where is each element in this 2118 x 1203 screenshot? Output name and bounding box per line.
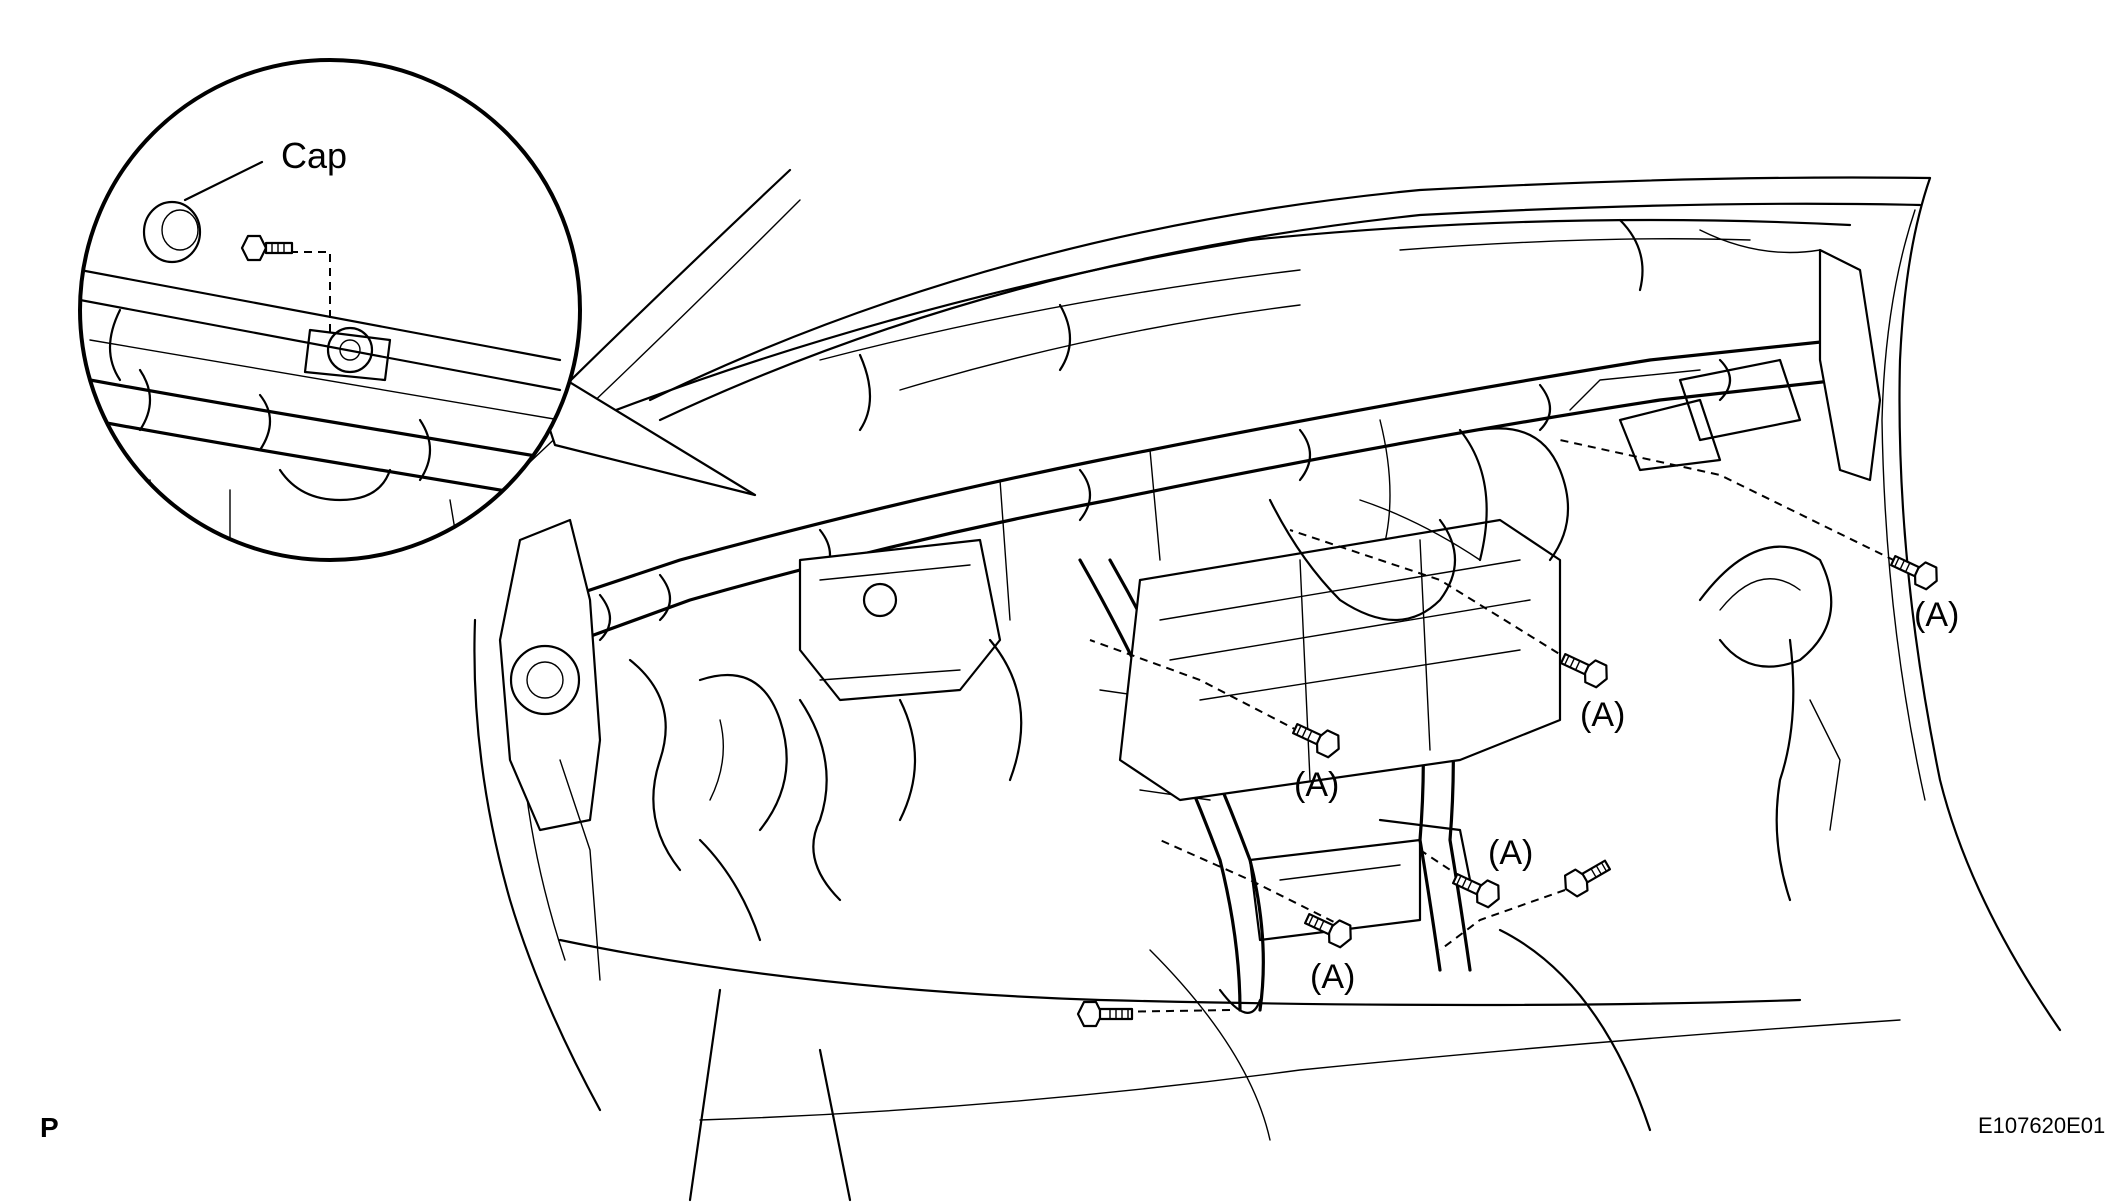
wire-harness	[698, 369, 1701, 942]
bolt-icon	[1889, 554, 1938, 591]
bolt-a-label-lower-left: (A)	[1310, 958, 1355, 996]
bolt-a-label-center-right: (A)	[1580, 696, 1625, 734]
bolt-icon	[1559, 652, 1608, 689]
bolt-icon	[1563, 859, 1612, 898]
bolt-a-label-lower-center: (A)	[1488, 834, 1533, 872]
bolt-a-label-right: (A)	[1914, 596, 1959, 634]
cap-label: Cap	[281, 135, 347, 176]
bolt-a-right	[1889, 554, 1938, 591]
hvac-unit	[1118, 518, 1562, 942]
bolt-icon	[1291, 722, 1340, 759]
bolt-a-lower-left	[1303, 912, 1352, 949]
view-code-label: P	[40, 1112, 59, 1143]
bolt-icon	[240, 234, 294, 262]
vehicle-body-outline	[473, 168, 2062, 1202]
left-side-bracket	[498, 518, 788, 981]
dashboard-upper-structure	[588, 218, 1852, 432]
steering-column-bracket	[798, 538, 1023, 902]
bolt-a-center	[1291, 722, 1340, 759]
right-side-harness	[1618, 248, 1882, 902]
bolt-a-center-right	[1559, 652, 1608, 689]
detail-inset	[78, 58, 757, 562]
figure-code-label: E107620E01	[1978, 1113, 2105, 1138]
bolt-leader-lines	[1089, 439, 1921, 1013]
bolt-icon	[1451, 872, 1500, 909]
bolt-a-label-center: (A)	[1294, 766, 1339, 804]
bolt-icon	[1303, 912, 1352, 949]
cap-icon	[142, 200, 202, 264]
bolt-icon	[1076, 1000, 1134, 1028]
bolt-a-lower-center	[1451, 872, 1500, 909]
bolt-lower-right	[1563, 859, 1612, 898]
bolt-lower-left	[1076, 1000, 1134, 1028]
